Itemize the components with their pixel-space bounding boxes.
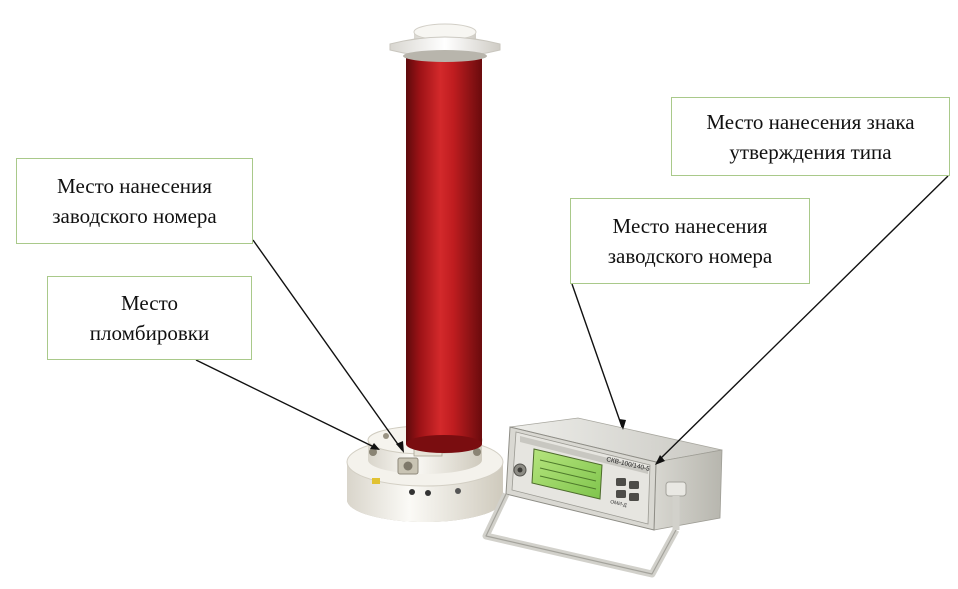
callout-line: Место нанесения знака <box>706 109 915 134</box>
callout-line: Место <box>121 291 178 315</box>
terminal-icon <box>372 478 380 484</box>
callout-serial-number-unit: Место нанесения заводского номера <box>570 198 810 284</box>
leader-serial-right <box>571 283 623 428</box>
callout-line: Место нанесения <box>612 214 768 238</box>
callout-line: заводского номера <box>52 204 217 228</box>
leader-lines <box>195 175 949 463</box>
leader-serial-left <box>252 239 403 451</box>
panel-front-label: ОМИ-Д <box>610 499 628 509</box>
leader-type-mark <box>656 175 949 463</box>
leader-arrowheads <box>370 419 665 465</box>
callout-line: пломбировки <box>89 321 210 345</box>
divider-column <box>406 58 482 453</box>
measuring-unit: СКВ-100/140-5 ОМИ-Д <box>482 417 723 578</box>
leader-seal <box>195 359 377 449</box>
column-top-cap <box>389 23 501 62</box>
callout-serial-number-column: Место нанесения заводского номера <box>16 158 253 244</box>
callout-line: утверждения типа <box>729 139 892 164</box>
keypad <box>616 478 639 501</box>
callout-type-approval-mark: Место нанесения знака утверждения типа <box>671 97 950 176</box>
callout-line: Место нанесения <box>57 174 212 198</box>
callout-seal-location: Место пломбировки <box>47 276 252 360</box>
callout-line: заводского номера <box>607 244 773 268</box>
